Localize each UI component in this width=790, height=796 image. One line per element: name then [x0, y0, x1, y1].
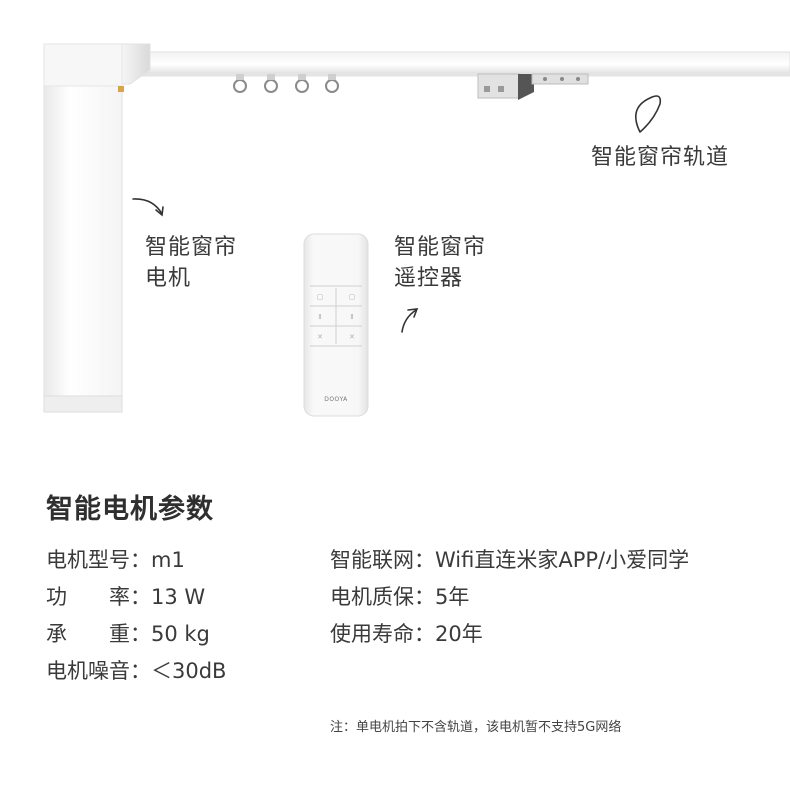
motor-label-line1: 智能窗帘: [145, 235, 238, 260]
spec-row: 电机噪音：＜30dB: [46, 655, 226, 692]
track-label: 智能窗帘轨道: [591, 145, 730, 170]
svg-text:▢: ▢: [349, 293, 356, 301]
svg-text:✕: ✕: [349, 333, 355, 341]
track-arrow-icon: [634, 95, 662, 133]
spec-key: 使用寿命：: [330, 622, 435, 646]
spec-row: 电机型号：m1: [46, 544, 226, 581]
remote-brand: DOOYA: [324, 396, 348, 403]
remote-label: 智能窗帘 遥控器: [394, 232, 486, 294]
curtain-track: [129, 51, 790, 100]
remote-label-line1: 智能窗帘: [394, 235, 487, 260]
spec-value: 50 kg: [151, 622, 210, 646]
motor-label-line2: 电机: [145, 266, 192, 291]
specs-left-column: 电机型号：m1 功 率：13 W 承 重：50 kg 电机噪音：＜30dB: [46, 544, 226, 692]
curtain-motor: [43, 43, 151, 413]
remote-arrow-icon: [401, 309, 417, 333]
spec-key: 智能联网：: [330, 548, 435, 572]
spec-value: Wifi直连米家APP/小爱同学: [435, 548, 690, 572]
svg-text:▢: ▢: [317, 293, 324, 301]
remote-label-line2: 遥控器: [394, 266, 464, 291]
spec-value: 20年: [435, 622, 483, 646]
track-gliders: [233, 74, 339, 93]
motor-arrow-icon: [132, 198, 163, 215]
spec-key: 功 率：: [46, 585, 151, 609]
spec-row: 功 率：13 W: [46, 581, 226, 618]
svg-text:Ⅱ: Ⅱ: [318, 313, 321, 321]
motor-label: 智能窗帘 电机: [145, 232, 237, 294]
annotation-arrows: [132, 95, 662, 333]
spec-row: 智能联网：Wifi直连米家APP/小爱同学: [330, 544, 689, 581]
svg-text:✕: ✕: [317, 333, 323, 341]
spec-key: 电机噪音：: [46, 659, 151, 683]
spec-key: 电机质保：: [330, 585, 435, 609]
spec-row: 电机质保：5年: [330, 581, 689, 618]
specs-right-column: 智能联网：Wifi直连米家APP/小爱同学 电机质保：5年 使用寿命：20年: [330, 544, 689, 655]
footnote: 注：单电机拍下不含轨道，该电机暂不支持5G网络: [330, 720, 622, 735]
spec-row: 使用寿命：20年: [330, 618, 689, 655]
spec-value: m1: [151, 548, 185, 572]
spec-value: 5年: [435, 585, 470, 609]
product-illustration: ▢ ▢ Ⅱ Ⅱ ✕ ✕: [43, 43, 790, 417]
spec-value: 13 W: [151, 585, 206, 609]
spec-key: 承 重：: [46, 622, 151, 646]
curtain-remote: ▢ ▢ Ⅱ Ⅱ ✕ ✕: [303, 233, 369, 417]
specs-title: 智能电机参数: [46, 494, 214, 525]
svg-text:Ⅱ: Ⅱ: [350, 313, 353, 321]
spec-row: 承 重：50 kg: [46, 618, 226, 655]
spec-value: ＜30dB: [151, 659, 227, 683]
spec-key: 电机型号：: [46, 548, 151, 572]
track-bracket: [477, 73, 589, 100]
